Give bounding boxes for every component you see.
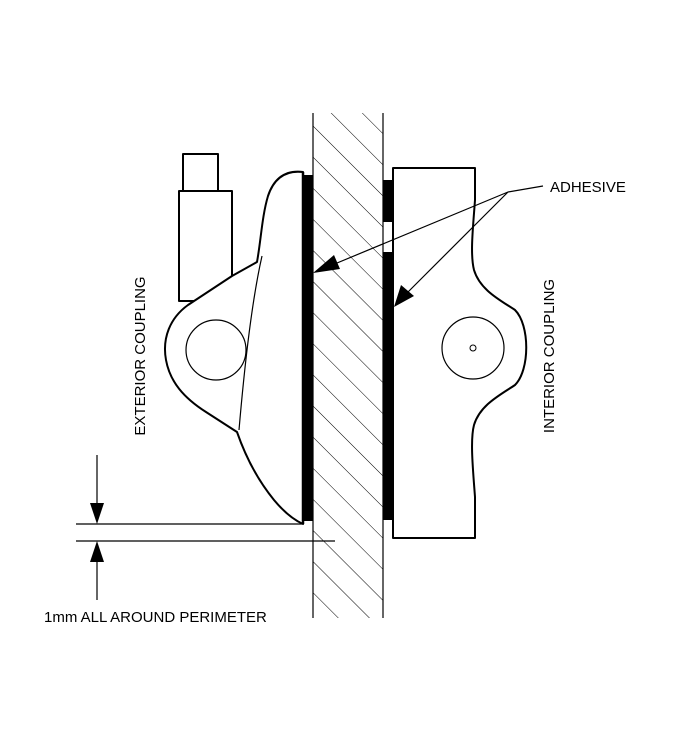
interior-adhesive-strip-top <box>383 180 393 222</box>
exterior-stub-top <box>182 153 219 193</box>
adhesive-label: ADHESIVE <box>550 179 626 196</box>
adhesive-arrowhead-exterior <box>313 255 340 273</box>
dimension-1mm <box>76 455 335 600</box>
interior-hole-center <box>469 344 477 352</box>
dimension-arrowhead-up <box>90 541 104 562</box>
exterior-coupling-label: EXTERIOR COUPLING <box>132 276 149 435</box>
exterior-coupling <box>164 153 305 525</box>
dimension-arrowhead-down <box>90 503 104 524</box>
adhesive-arrowhead-interior <box>394 285 414 307</box>
exterior-stub-base <box>178 190 233 302</box>
interior-adhesive-strip-main <box>383 252 393 520</box>
glass-section <box>312 113 384 618</box>
interior-coupling <box>392 167 528 539</box>
perimeter-note-label: 1mm ALL AROUND PERIMETER <box>44 609 267 626</box>
exterior-mount-hole <box>185 319 247 381</box>
interior-coupling-label: INTERIOR COUPLING <box>541 279 558 433</box>
exterior-adhesive-strip <box>303 175 313 521</box>
adhesive-leaders <box>324 185 544 297</box>
